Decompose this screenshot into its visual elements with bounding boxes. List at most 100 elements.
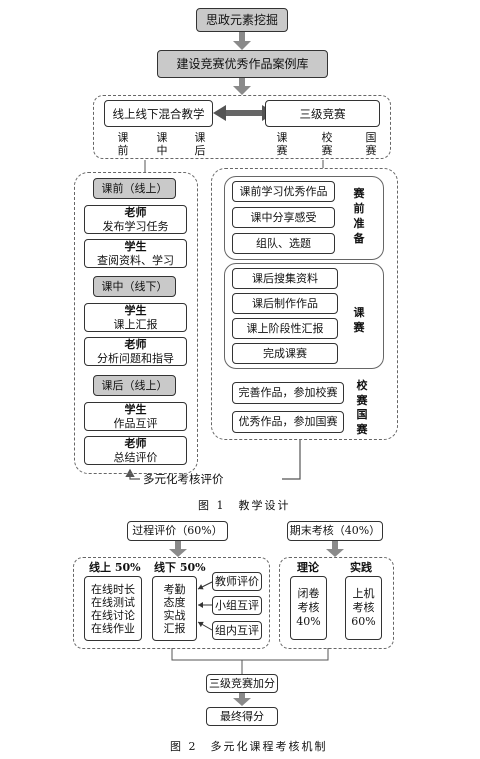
- online-item: 在线作业: [91, 621, 135, 635]
- prep-item-3: 组队、选题: [232, 233, 335, 254]
- pre-teacher-box: 老师发布学习任务: [84, 205, 187, 234]
- offline-item: 实战: [163, 608, 186, 622]
- role-label: 老师: [124, 436, 147, 450]
- process-frame: [73, 557, 270, 649]
- fig1-caption: 图 1 教学设计: [198, 499, 291, 512]
- course-item-1: 课后搜集资料: [232, 268, 338, 289]
- prep-item-1: 课前学习优秀作品: [232, 181, 335, 202]
- school-comp-text: 完善作品，参加校赛: [238, 386, 338, 399]
- teacher-eval-box: 教师评价: [212, 572, 262, 591]
- flow-arrows-fig2: [169, 540, 344, 706]
- school-comp-label: 校赛: [356, 379, 368, 407]
- in-class-head: 课中（线下）: [93, 276, 176, 297]
- mid-teacher-box: 老师分析问题和指导: [84, 337, 187, 366]
- ideology-text: 思政元素挖掘: [205, 13, 278, 27]
- theory-head: 理论: [297, 561, 319, 574]
- online-item: 在线时长: [91, 582, 135, 596]
- national-comp-label: 国赛: [356, 408, 368, 436]
- online-item: 在线讨论: [91, 608, 135, 622]
- case-library-box: 建设竞赛优秀作品案例库: [157, 50, 328, 78]
- sub-post: 课后: [194, 131, 206, 157]
- theory-box: 闭卷 考核 40%: [290, 576, 327, 640]
- role-label: 学生: [124, 303, 147, 317]
- competition-frame: [211, 168, 398, 440]
- offline-item: 汇报: [163, 621, 186, 635]
- course-item-4: 完成课赛: [232, 343, 338, 364]
- intra-group-eval-box: 组内互评: [212, 621, 262, 640]
- final-score-text: 最终得分: [220, 709, 264, 723]
- fig2-caption: 图 2 多元化课程考核机制: [170, 740, 328, 753]
- course-item-text: 课后制作作品: [252, 296, 318, 310]
- task-label: 总结评价: [113, 450, 158, 464]
- task-label: 课上汇报: [113, 317, 158, 331]
- task-label: 查阅资料、学习: [97, 253, 174, 267]
- final-score-box: 最终得分: [206, 707, 278, 726]
- classroom-frame: [74, 172, 198, 474]
- practice-item: 考核: [352, 601, 375, 614]
- teaching-mode-frame: [93, 95, 391, 159]
- case-library-text: 建设竞赛优秀作品案例库: [176, 57, 309, 71]
- flow-arrows-top: [233, 30, 251, 95]
- post-class-head-text: 课后（线上）: [101, 378, 168, 392]
- sub-mid: 课中: [156, 131, 168, 157]
- three-level-comp-box: 三级竞赛: [265, 100, 380, 127]
- theory-item: 考核: [297, 601, 320, 614]
- online-head: 线上 50%: [89, 561, 141, 574]
- national-comp-text: 优秀作品，参加国赛: [238, 415, 338, 428]
- competition-bonus-text: 三级竞赛加分: [209, 676, 275, 690]
- national-comp-box: 优秀作品，参加国赛: [232, 411, 344, 433]
- eval-arrows: [197, 581, 213, 631]
- online-items-box: 在线时长 在线测试 在线讨论 在线作业: [84, 576, 142, 641]
- role-label: 学生: [124, 402, 147, 416]
- in-class-head-text: 课中（线下）: [101, 279, 168, 293]
- school-comp-box: 完善作品，参加校赛: [232, 382, 344, 404]
- theory-item: 闭卷: [297, 587, 320, 600]
- offline-item: 考勤: [163, 582, 186, 596]
- sub-national-comp: 国赛: [365, 131, 377, 157]
- course-comp-group: [224, 263, 384, 369]
- task-label: 发布学习任务: [102, 219, 169, 233]
- course-item-3: 课上阶段性汇报: [232, 318, 338, 339]
- pre-student-box: 学生查阅资料、学习: [84, 239, 187, 268]
- competition-bonus-box: 三级竞赛加分: [206, 674, 278, 693]
- blended-teaching-box: 线上线下混合教学: [104, 100, 213, 127]
- branch-lines: [144, 160, 324, 172]
- post-student-box: 学生作品互评: [84, 402, 187, 431]
- offline-item: 态度: [163, 595, 186, 609]
- process-eval-box: 过程评价（60%）: [127, 521, 228, 541]
- three-level-comp-text: 三级竞赛: [299, 106, 346, 121]
- task-label: 作品互评: [113, 416, 158, 430]
- prep-item-text: 课前学习优秀作品: [239, 184, 328, 198]
- final-exam-text: 期末考核（40%）: [289, 524, 381, 537]
- blended-teaching-text: 线上线下混合教学: [112, 106, 205, 121]
- offline-head: 线下 50%: [154, 561, 206, 574]
- offline-items-box: 考勤 态度 实战 汇报: [152, 576, 197, 641]
- ideology-box: 思政元素挖掘: [196, 8, 288, 32]
- merge-lines: [171, 648, 329, 674]
- practice-item: 上机: [352, 587, 375, 600]
- post-teacher-box: 老师总结评价: [84, 436, 187, 465]
- practice-item: 60%: [351, 615, 376, 628]
- multi-eval-label: 多元化考核评价: [143, 472, 224, 486]
- role-label: 老师: [124, 205, 147, 219]
- process-eval-text: 过程评价（60%）: [132, 524, 223, 537]
- mid-student-box: 学生课上汇报: [84, 303, 187, 332]
- final-exam-box: 期末考核（40%）: [287, 521, 383, 541]
- prep-item-2: 课中分享感受: [232, 207, 335, 228]
- course-item-2: 课后制作作品: [232, 293, 338, 314]
- course-item-text: 完成课赛: [263, 346, 307, 360]
- final-frame: [279, 557, 394, 649]
- pre-class-head: 课前（线上）: [93, 178, 176, 199]
- eval-text: 教师评价: [215, 574, 259, 588]
- prep-group: [224, 176, 384, 260]
- course-comp-label: 课赛: [353, 306, 365, 334]
- prep-item-text: 组队、选题: [256, 236, 311, 250]
- task-label: 分析问题和指导: [97, 351, 174, 365]
- sub-school-comp: 校赛: [321, 131, 333, 157]
- practice-head: 实践: [350, 561, 372, 574]
- role-label: 学生: [124, 239, 147, 253]
- practice-box: 上机 考核 60%: [345, 576, 382, 640]
- group-eval-box: 小组互评: [212, 596, 262, 615]
- pre-class-head-text: 课前（线上）: [101, 181, 168, 195]
- prep-label: 赛前准备: [353, 187, 365, 245]
